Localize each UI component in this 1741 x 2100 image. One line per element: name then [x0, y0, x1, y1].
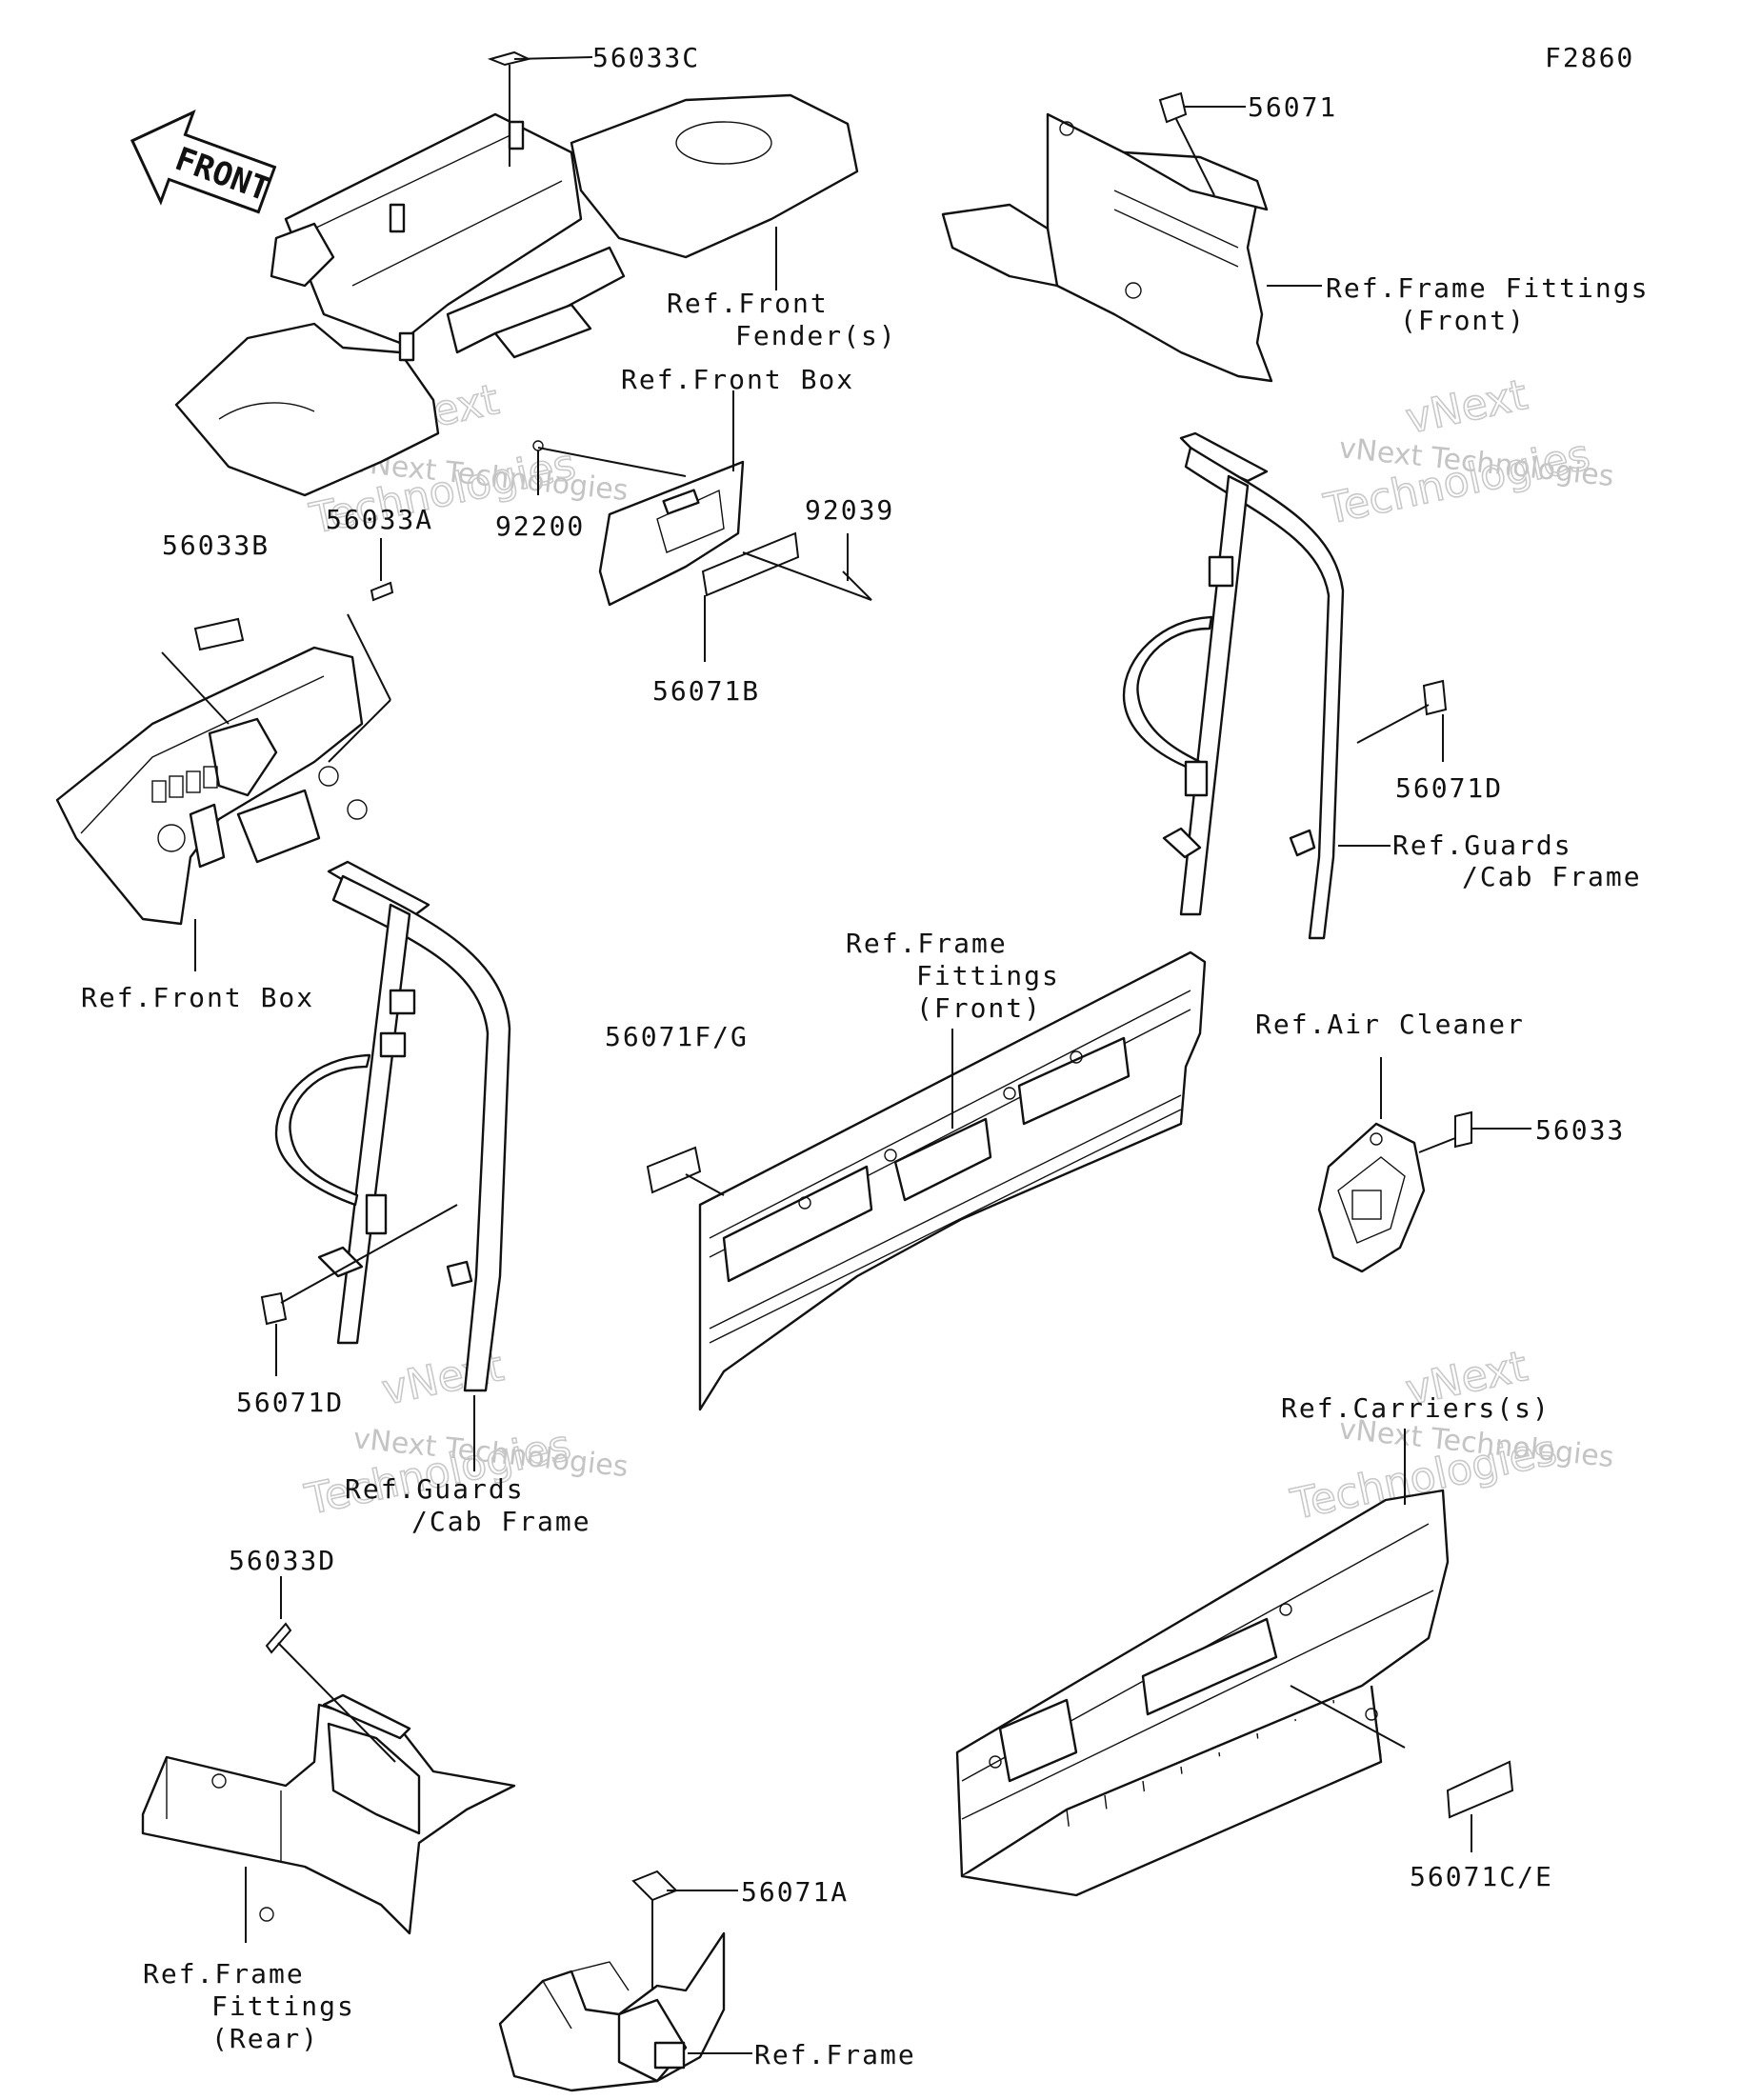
- watermark-bottom-right: vNext vNext Technologies Technologies: [1286, 1341, 1615, 1530]
- label-ref-frame: Ref.Frame: [754, 2039, 916, 2070]
- decal-56071D-right: 56071D: [1356, 679, 1503, 804]
- label-ref-guards-right: Ref.Guards: [1392, 830, 1572, 861]
- decal-56071CE: 56071C/E: [1290, 1685, 1553, 1892]
- label-cab-frame-right: /Cab Frame: [1462, 861, 1642, 892]
- label-fenders: Fender(s): [735, 320, 897, 351]
- carrier-panel: [955, 1489, 1450, 1897]
- watermark-vnext: vNext: [1402, 370, 1531, 444]
- callout-guards-cab-right: Ref.Guards /Cab Frame: [1338, 830, 1642, 892]
- frame-fittings-rear: [141, 1693, 516, 1935]
- callout-front-fender: Ref.Front Fender(s): [667, 227, 897, 351]
- fastener-92039: 92039: [742, 494, 894, 601]
- callout-front-box-left: Ref.Front Box: [81, 919, 314, 1013]
- label-rear: (Rear): [211, 2023, 319, 2054]
- decal-56071B: 56071B: [652, 531, 800, 707]
- label-56071D-left: 56071D: [236, 1387, 344, 1418]
- label-56071CE: 56071C/E: [1410, 1861, 1553, 1892]
- front-arrow: FRONT: [130, 109, 277, 214]
- label-cab-frame-left: /Cab Frame: [411, 1506, 591, 1537]
- decal-56071: 56071: [1158, 91, 1337, 196]
- frame-hitch: [498, 1931, 726, 2092]
- callout-air-cleaner: Ref.Air Cleaner: [1255, 1009, 1525, 1119]
- decal-56033C: 56033C: [487, 42, 700, 167]
- label-fittings-rear: Fittings: [211, 1990, 355, 2022]
- dashboard: [55, 646, 368, 926]
- label-56033C: 56033C: [592, 42, 700, 73]
- label-ref-front-box-top: Ref.Front Box: [621, 364, 854, 395]
- figure-code: F2860: [1545, 42, 1634, 73]
- label-56033D: 56033D: [229, 1545, 336, 1576]
- label-ref-frame-rear: Ref.Frame: [143, 1958, 305, 1990]
- front-box-lid: [598, 460, 745, 607]
- label-ref-front-box-left: Ref.Front Box: [81, 982, 314, 1013]
- decal-56033: 56033: [1418, 1110, 1625, 1153]
- frame-fittings-front-mid: [698, 950, 1207, 1411]
- callout-frame-fittings-rear: Ref.Frame Fittings (Rear): [143, 1867, 355, 2054]
- air-cleaner: [1317, 1122, 1426, 1273]
- guard-cab-frame-left: [274, 860, 511, 1392]
- callout-guards-cab-left: Ref.Guards /Cab Frame: [345, 1395, 591, 1537]
- label-56071B: 56071B: [652, 675, 760, 707]
- label-ref-air-cleaner: Ref.Air Cleaner: [1255, 1009, 1525, 1040]
- fastener-92200: 92200: [495, 440, 687, 542]
- watermark-top-right: vNext vNext Technologies Technologies: [1319, 370, 1615, 534]
- label-92039: 92039: [805, 494, 894, 526]
- callout-frame-fittings-front-top: Ref.Frame Fittings (Front): [1267, 272, 1649, 336]
- label-ref-frame-mid: Ref.Frame: [846, 928, 1008, 959]
- decal-56033D: 56033D: [229, 1545, 396, 1763]
- label-56071FG: 56071F/G: [605, 1021, 749, 1052]
- label-56033A: 56033A: [326, 504, 433, 535]
- label-56033B: 56033B: [162, 530, 270, 561]
- callout-frame-fittings-mid: Ref.Frame Fittings (Front): [846, 928, 1060, 1129]
- decal-56071FG: 56071F/G: [605, 1021, 749, 1196]
- label-ref-carriers: Ref.Carriers(s): [1281, 1392, 1551, 1424]
- label-front: (Front): [1400, 305, 1526, 336]
- label-fittings-mid: Fittings: [916, 960, 1060, 991]
- decal-56033B: 56033B: [161, 530, 270, 725]
- label-front-mid: (Front): [916, 992, 1042, 1024]
- label-56071: 56071: [1248, 91, 1337, 123]
- callout-ref-frame: Ref.Frame: [688, 2039, 916, 2070]
- decal-56071A: 56071A: [631, 1870, 849, 1990]
- frame-fittings-front-top: [941, 112, 1273, 383]
- callout-carriers: Ref.Carriers(s): [1281, 1392, 1551, 1505]
- label-56033: 56033: [1535, 1114, 1625, 1146]
- decal-56033A: 56033A: [326, 504, 433, 763]
- decal-56071D-left: 56071D: [236, 1204, 458, 1418]
- label-ref-front: Ref.Front: [667, 288, 829, 319]
- label-ref-frame-fittings: Ref.Frame Fittings: [1326, 272, 1649, 304]
- callout-front-box-top: Ref.Front Box: [621, 364, 854, 471]
- guard-cab-frame-right: [1122, 431, 1345, 940]
- label-56071D-right: 56071D: [1395, 772, 1503, 804]
- label-92200: 92200: [495, 510, 585, 542]
- label-ref-guards-left: Ref.Guards: [345, 1473, 525, 1505]
- floor-fender-assembly: [174, 93, 859, 497]
- label-56071A: 56071A: [741, 1876, 849, 1908]
